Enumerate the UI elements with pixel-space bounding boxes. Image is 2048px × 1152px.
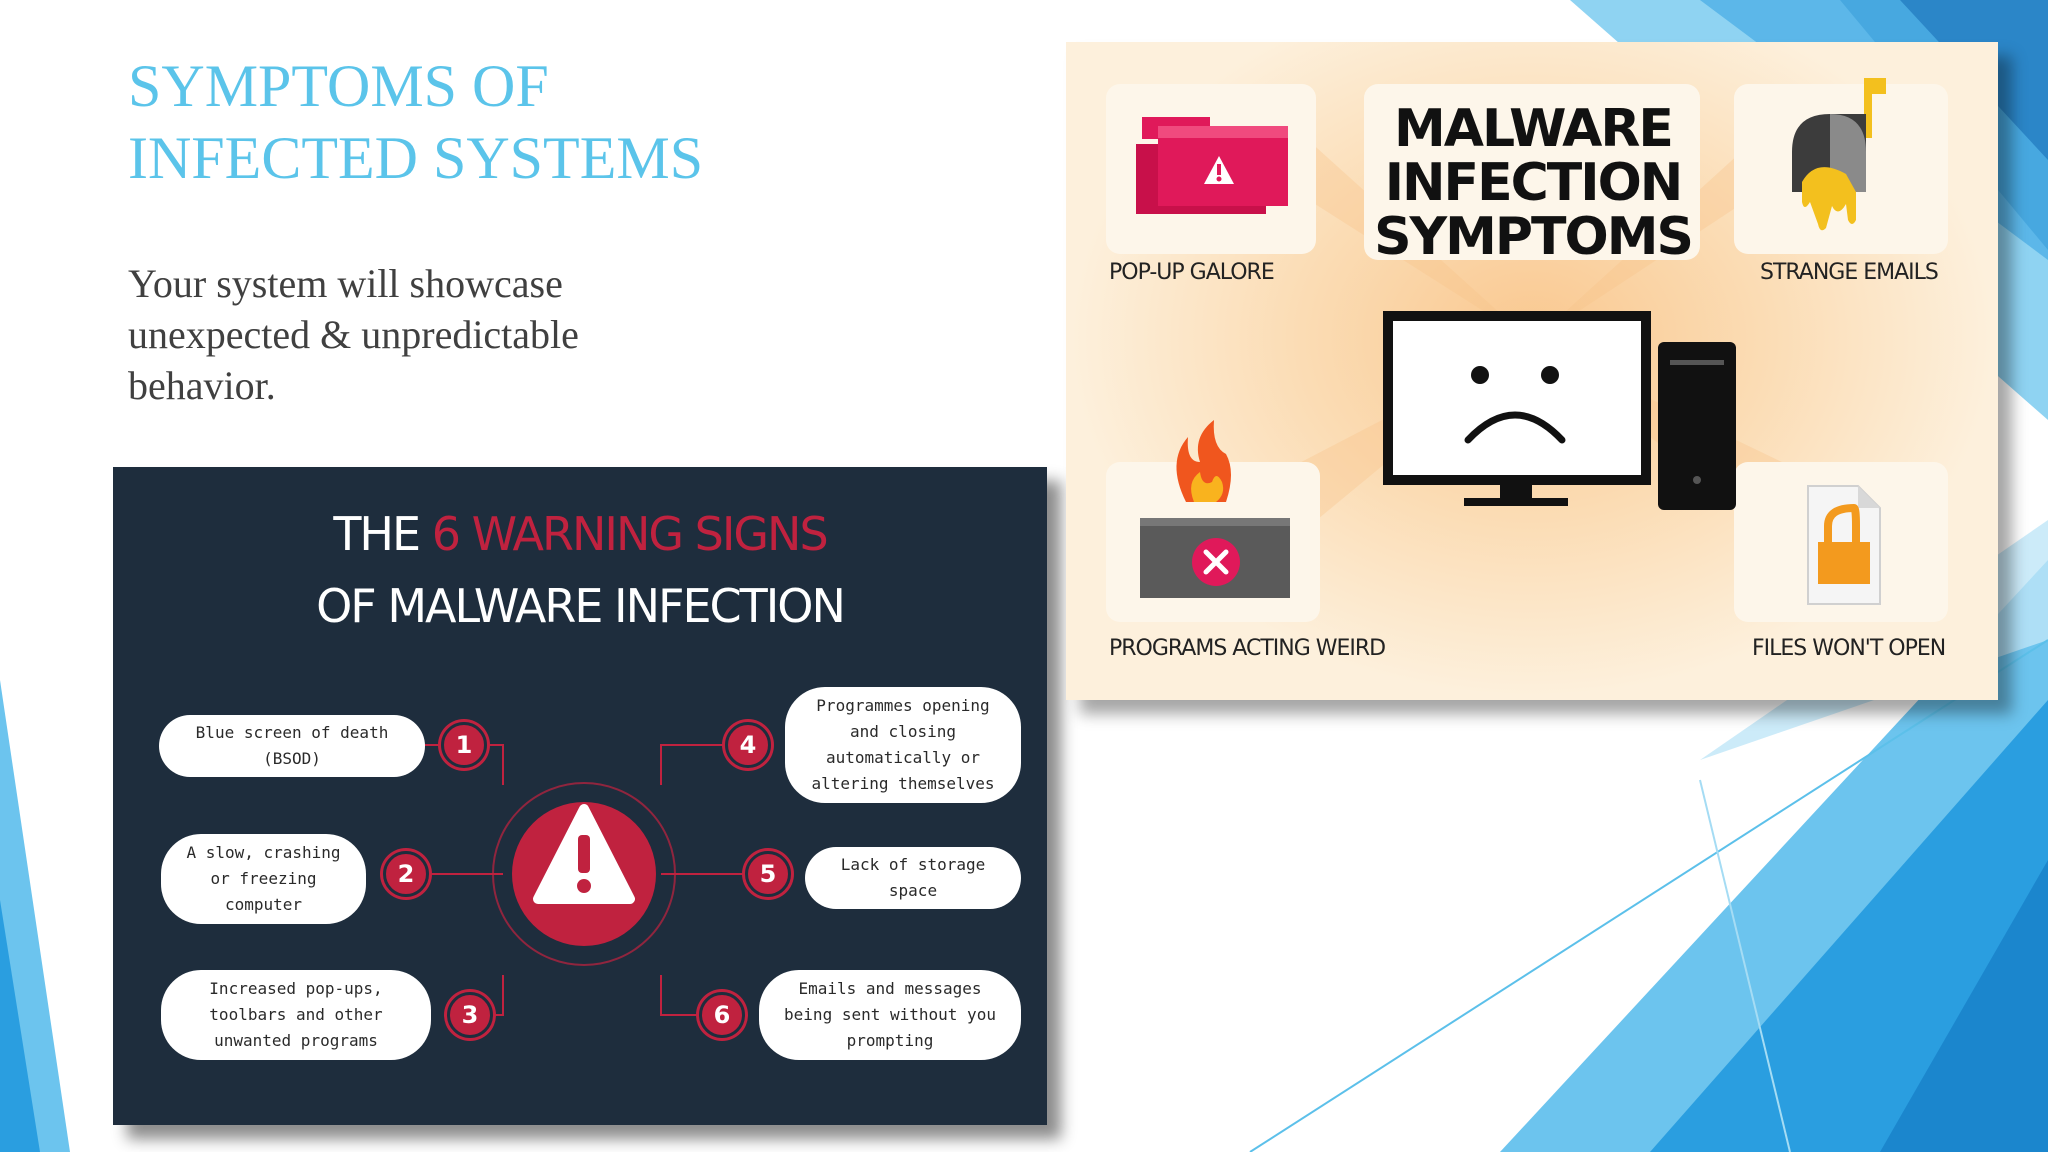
warning-sign-number: 3 [447, 992, 493, 1038]
infographic-heading-line: INFECTION [1384, 153, 1684, 213]
slide-title: SYMPTOMS OF INFECTED SYSTEMS [128, 50, 703, 194]
infographic-title: THE 6 WARNING SIGNS [113, 507, 1047, 561]
warning-signs-infographic: THE 6 WARNING SIGNS OF MALWARE INFECTION… [113, 467, 1047, 1125]
burning-window-icon [1140, 420, 1290, 598]
warning-sign-pill: Lack of storage space [805, 847, 1021, 909]
symptom-label: FILES WON'T OPEN [1752, 636, 1946, 661]
infographic-heading-line: SYMPTOMS [1374, 207, 1694, 267]
symptom-label: PROGRAMS ACTING WEIRD [1109, 636, 1386, 661]
infographic-title-prefix: THE [333, 507, 432, 561]
warning-sign-number: 1 [441, 722, 487, 768]
warning-sign-pill: Emails and messages being sent without y… [759, 970, 1021, 1060]
heading-card [1364, 84, 1700, 260]
infographic-heading: MALWARE INFECTION SYMPTOMS [1366, 102, 1700, 264]
warning-sign-number: 5 [745, 851, 791, 897]
locked-file-icon [1807, 485, 1881, 605]
center-ring [492, 782, 676, 966]
sad-computer-icon [1383, 311, 1736, 510]
warning-sign-text: Programmes opening and closing automatic… [811, 696, 995, 793]
popup-warning-icon [1136, 117, 1288, 214]
warning-sign-pill: A slow, crashing or freezing computer [161, 834, 366, 924]
warning-sign-number: 6 [699, 992, 745, 1038]
warning-sign-pill: Blue screen of death (BSOD) [159, 715, 425, 777]
connector-lines [395, 744, 747, 1016]
infographic-heading-line: MALWARE [1394, 99, 1674, 159]
warning-sign-text: Increased pop-ups, toolbars and other un… [209, 979, 383, 1050]
warning-sign-pill: Increased pop-ups, toolbars and other un… [161, 970, 431, 1060]
symptom-label: STRANGE EMAILS [1760, 260, 1939, 285]
warning-sign-text: Blue screen of death (BSOD) [195, 723, 389, 768]
warning-icon [533, 804, 635, 904]
warning-sign-number: 2 [383, 851, 429, 897]
slide-title-line: SYMPTOMS OF [128, 53, 549, 119]
warning-sign-text: A slow, crashing or freezing computer [186, 843, 341, 914]
symptom-label: POP-UP GALORE [1109, 260, 1275, 285]
infographic-title-accent: 6 WARNING SIGNS [431, 507, 829, 561]
mailbox-icon [1792, 78, 1886, 231]
slide-body-text: Your system will showcase unexpected & u… [128, 261, 579, 408]
malware-symptoms-infographic: MALWARE INFECTION SYMPTOMS [1066, 42, 1998, 700]
warning-sign-text: Lack of storage space [840, 855, 986, 900]
warning-sign-text: Emails and messages being sent without y… [784, 979, 996, 1050]
infographic-subtitle: OF MALWARE INFECTION [316, 579, 846, 633]
warning-sign-pill: Programmes opening and closing automatic… [785, 687, 1021, 803]
symptom-icons [1136, 78, 1886, 605]
warning-sign-number: 4 [725, 722, 771, 768]
slide-title-line: INFECTED SYSTEMS [128, 125, 704, 191]
